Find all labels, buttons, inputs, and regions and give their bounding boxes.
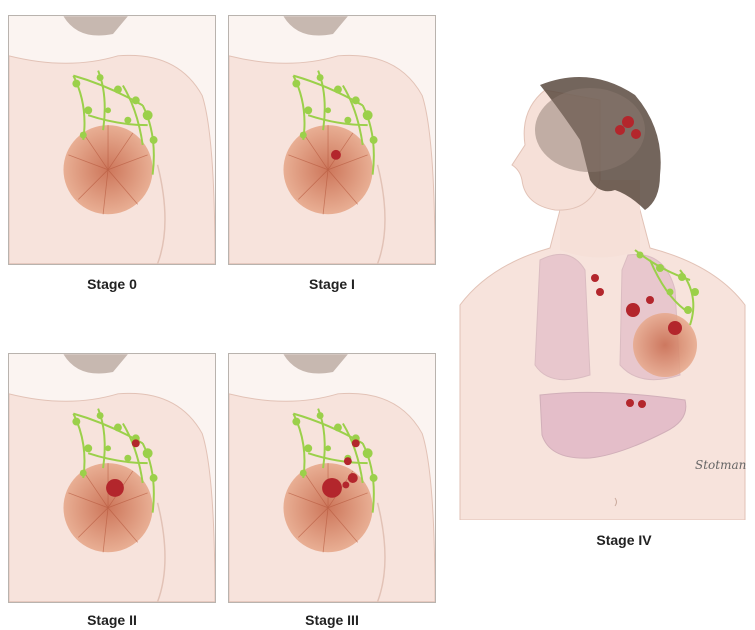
brain-metastasis (631, 129, 641, 139)
node-metastasis-mark (342, 481, 349, 488)
breast (633, 313, 697, 377)
node-metastasis-mark (352, 439, 360, 447)
node-metastasis-mark (348, 473, 358, 483)
stage-0-illustration (9, 16, 215, 264)
tumor-mark (106, 479, 124, 497)
stage-1-illustration (229, 16, 435, 264)
lung-metastasis (591, 274, 599, 282)
lung-metastasis (646, 296, 654, 304)
lung-metastasis (626, 303, 640, 317)
stage-1-caption: Stage I (228, 276, 436, 292)
stage-2-caption: Stage II (8, 612, 216, 628)
stage-4-illustration (450, 70, 755, 520)
tumor-mark (668, 321, 682, 335)
brain-metastasis (615, 125, 625, 135)
stage-2-illustration (9, 354, 215, 602)
stage-1-panel (228, 15, 436, 265)
liver-metastasis (638, 400, 646, 408)
brain (535, 88, 645, 172)
stage-4-caption: Stage IV (520, 532, 728, 548)
stage-3-panel (228, 353, 436, 603)
stage-2-panel (8, 353, 216, 603)
node-metastasis-mark (132, 439, 140, 447)
stage-0-panel (8, 15, 216, 265)
right-lung (535, 254, 590, 379)
stage-0-caption: Stage 0 (8, 276, 216, 292)
brain-metastasis (622, 116, 634, 128)
liver-metastasis (626, 399, 634, 407)
stage-3-caption: Stage III (228, 612, 436, 628)
artist-signature: Stotman (695, 458, 746, 472)
node-metastasis-mark (344, 457, 352, 465)
lung-metastasis (596, 288, 604, 296)
tumor-mark (331, 150, 341, 160)
stage-3-illustration (229, 354, 435, 602)
tumor-mark (322, 478, 342, 498)
